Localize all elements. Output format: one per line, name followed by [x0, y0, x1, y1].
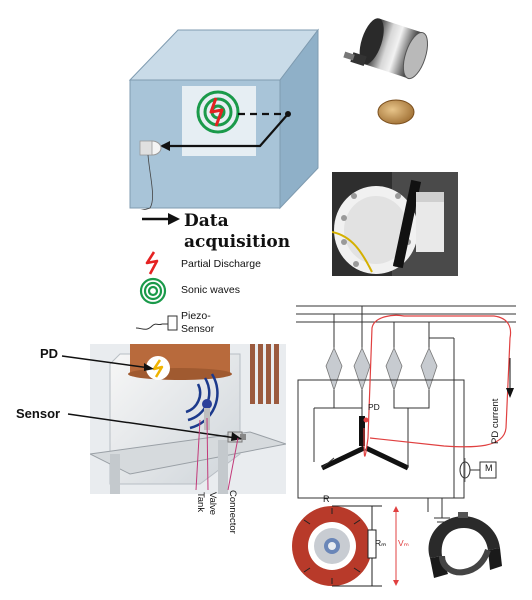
legend-piezo-sensor: Piezo- Sensor — [181, 310, 215, 335]
data-acq-arrow-icon — [142, 213, 180, 225]
legend-partial-discharge: Partial Discharge — [181, 258, 261, 270]
tank-diagram — [128, 28, 320, 210]
partial-discharge-icon — [209, 97, 224, 127]
partial-discharge-legend-icon — [145, 251, 159, 275]
sonic-waves-legend-icon — [139, 277, 167, 305]
mounted-sensor-photo — [332, 172, 458, 276]
sensor-label: Sensor — [16, 406, 61, 421]
sensor-body — [139, 140, 153, 156]
sonic-wave-outer — [196, 90, 240, 134]
pd-label: PD — [40, 346, 59, 361]
ct-ring-diagram — [292, 505, 399, 587]
ct-rm-label: Rₘ — [375, 538, 387, 548]
connector-part-label: Connector — [227, 490, 238, 534]
pd-pointer-line — [61, 355, 154, 371]
ct-vm-label: Vₘ — [398, 538, 409, 548]
tank-part-label: Tank — [195, 492, 206, 513]
sonic-wave-mid — [203, 97, 233, 127]
signal-path — [162, 113, 289, 148]
signal-arrowhead — [160, 141, 170, 151]
sensor-cable — [140, 154, 153, 210]
sensor-pointer-line — [67, 413, 242, 441]
piezo-sensor-legend-icon — [135, 315, 178, 331]
legend-data-acquisition: Data acquisition — [184, 211, 291, 252]
valve-part-label: Valve — [207, 492, 218, 516]
part-leader-lines — [195, 418, 239, 491]
ct-r-label: R — [323, 494, 330, 504]
piezo-sensor-photo — [343, 18, 429, 125]
meter-label: M — [485, 463, 493, 473]
circuit-diagram — [296, 305, 516, 527]
legend-sonic-waves: Sonic waves — [181, 284, 240, 296]
pd-current-label: PD current — [490, 398, 501, 444]
split-core-ct-photo — [428, 512, 502, 578]
circuit-pd-label: PD — [368, 402, 380, 412]
